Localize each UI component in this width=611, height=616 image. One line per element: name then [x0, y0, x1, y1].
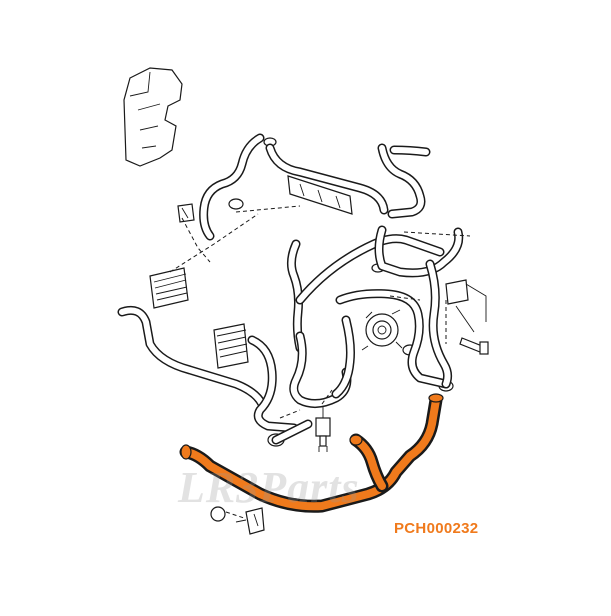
- coolant-hoses: [117, 133, 464, 445]
- air-deflector-part: [123, 67, 183, 167]
- oil-cooler-lower: [213, 323, 249, 369]
- water-pump: [361, 309, 403, 351]
- oil-cooler-upper: [149, 267, 189, 309]
- bleed-valve-sensor: [315, 404, 331, 452]
- bolt-right: [459, 337, 489, 355]
- highlighted-coolant-hose: [179, 393, 444, 513]
- leader-lines: [169, 205, 471, 519]
- part-number-label: PCH000232: [394, 520, 479, 537]
- hose-bracket: [287, 175, 353, 215]
- hose-clip-left: [177, 203, 195, 223]
- mounting-bracket-right: [445, 279, 487, 333]
- connector-bottom-left: [210, 506, 265, 535]
